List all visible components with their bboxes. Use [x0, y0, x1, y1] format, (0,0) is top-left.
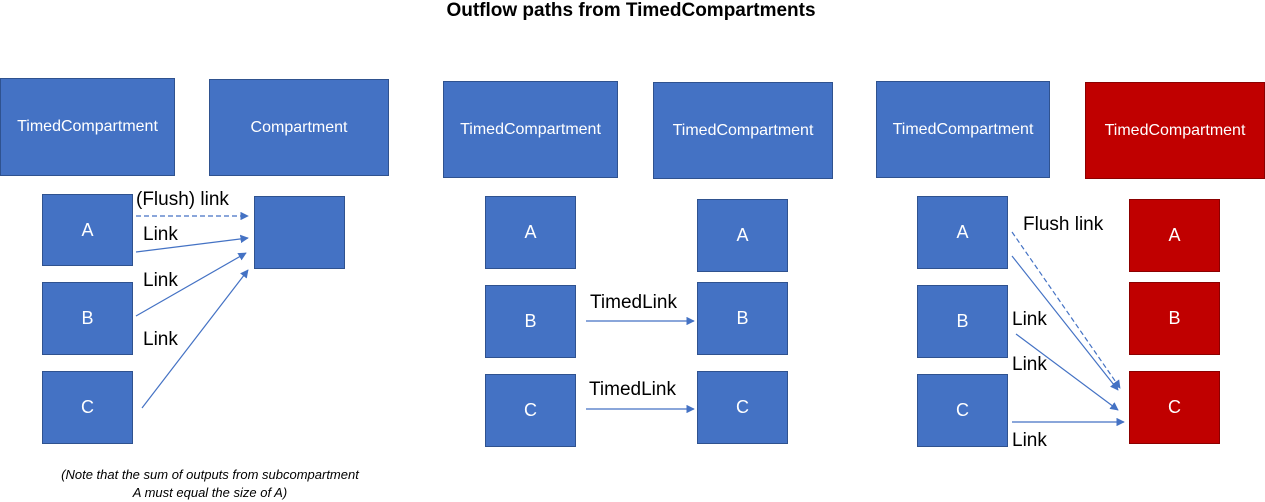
link-label-c-1: Link	[143, 329, 178, 350]
compartment-parent-1: Compartment	[209, 79, 389, 176]
sub-label: B	[956, 311, 969, 331]
flush-link-label-3: Flush link	[1023, 214, 1104, 235]
link-arrow-b-3	[1015, 333, 1119, 411]
subcompartment-a-3-right: A	[1129, 199, 1220, 272]
timed-compartment-label: TimedCompartment	[672, 121, 814, 139]
link-label-b2-3: Link	[1012, 354, 1047, 375]
sub-label: C	[736, 397, 749, 417]
subcompartment-b-3-left: B	[917, 285, 1008, 358]
link-arrow-b-1	[135, 252, 247, 317]
link-arrow-a-3	[1011, 255, 1119, 391]
compartment-target-1	[254, 196, 345, 269]
subcompartment-c-2-right: C	[697, 371, 788, 444]
sub-label: A	[1168, 225, 1181, 245]
link-label-b-3: Link	[1012, 309, 1047, 330]
sub-label: C	[524, 400, 537, 420]
sub-label: B	[524, 311, 537, 331]
link-arrow-a-1	[135, 234, 249, 253]
subcompartment-c-3-left: C	[917, 374, 1008, 447]
link-label-b-1: Link	[143, 270, 178, 291]
sub-label: B	[1168, 308, 1181, 328]
sub-label: A	[81, 219, 94, 240]
sub-label: C	[956, 400, 969, 420]
timed-compartment-parent-3-left: TimedCompartment	[876, 81, 1050, 178]
link-label-a-1: Link	[143, 224, 178, 245]
timed-compartment-label-1: TimedCompartment	[17, 118, 158, 135]
subcompartment-a-1: A	[42, 194, 133, 266]
subcompartment-b-2-left: B	[485, 285, 576, 358]
timedlink-label-c: TimedLink	[589, 379, 676, 400]
diagram-title: Outflow paths from TimedCompartments	[446, 0, 816, 21]
compartment-label-1: Compartment	[250, 118, 348, 136]
timed-compartment-parent-2-left: TimedCompartment	[443, 81, 618, 178]
sub-label: A	[956, 222, 969, 242]
note-text: (Note that the sum of outputs from subco…	[0, 466, 420, 502]
subcompartment-a-2-right: A	[697, 199, 788, 272]
note-line-2: A must equal the size of A)	[132, 485, 288, 500]
sub-label: B	[736, 308, 749, 328]
timed-compartment-label: TimedCompartment	[1104, 121, 1246, 139]
timed-compartment-parent-1: TimedCompartment	[0, 78, 175, 176]
subcompartment-b-1: B	[42, 282, 133, 355]
flush-link-label-1: (Flush) link	[136, 189, 229, 210]
link-label-c-3: Link	[1012, 430, 1047, 451]
sub-label: A	[736, 225, 749, 245]
subcompartment-a-3-left: A	[917, 196, 1008, 269]
subcompartment-c-2-left: C	[485, 374, 576, 447]
subcompartment-c-3-right: C	[1129, 371, 1220, 444]
sub-label: B	[81, 308, 94, 328]
sub-label: C	[81, 397, 94, 417]
subcompartment-b-3-right: B	[1129, 282, 1220, 355]
timed-compartment-label: TimedCompartment	[460, 120, 601, 138]
link-arrow-c-1	[141, 269, 249, 409]
timed-compartment-label: TimedCompartment	[892, 120, 1034, 138]
timed-compartment-parent-2-right: TimedCompartment	[653, 82, 833, 179]
subcompartment-a-2-left: A	[485, 196, 576, 269]
sub-label: A	[524, 222, 537, 242]
timedlink-label-b: TimedLink	[590, 292, 677, 313]
timed-compartment-parent-3-right: TimedCompartment	[1085, 82, 1265, 179]
sub-label: C	[1168, 397, 1181, 417]
note-line-1: (Note that the sum of outputs from subco…	[61, 467, 359, 482]
subcompartment-c-1: C	[42, 371, 133, 444]
subcompartment-b-2-right: B	[697, 282, 788, 355]
